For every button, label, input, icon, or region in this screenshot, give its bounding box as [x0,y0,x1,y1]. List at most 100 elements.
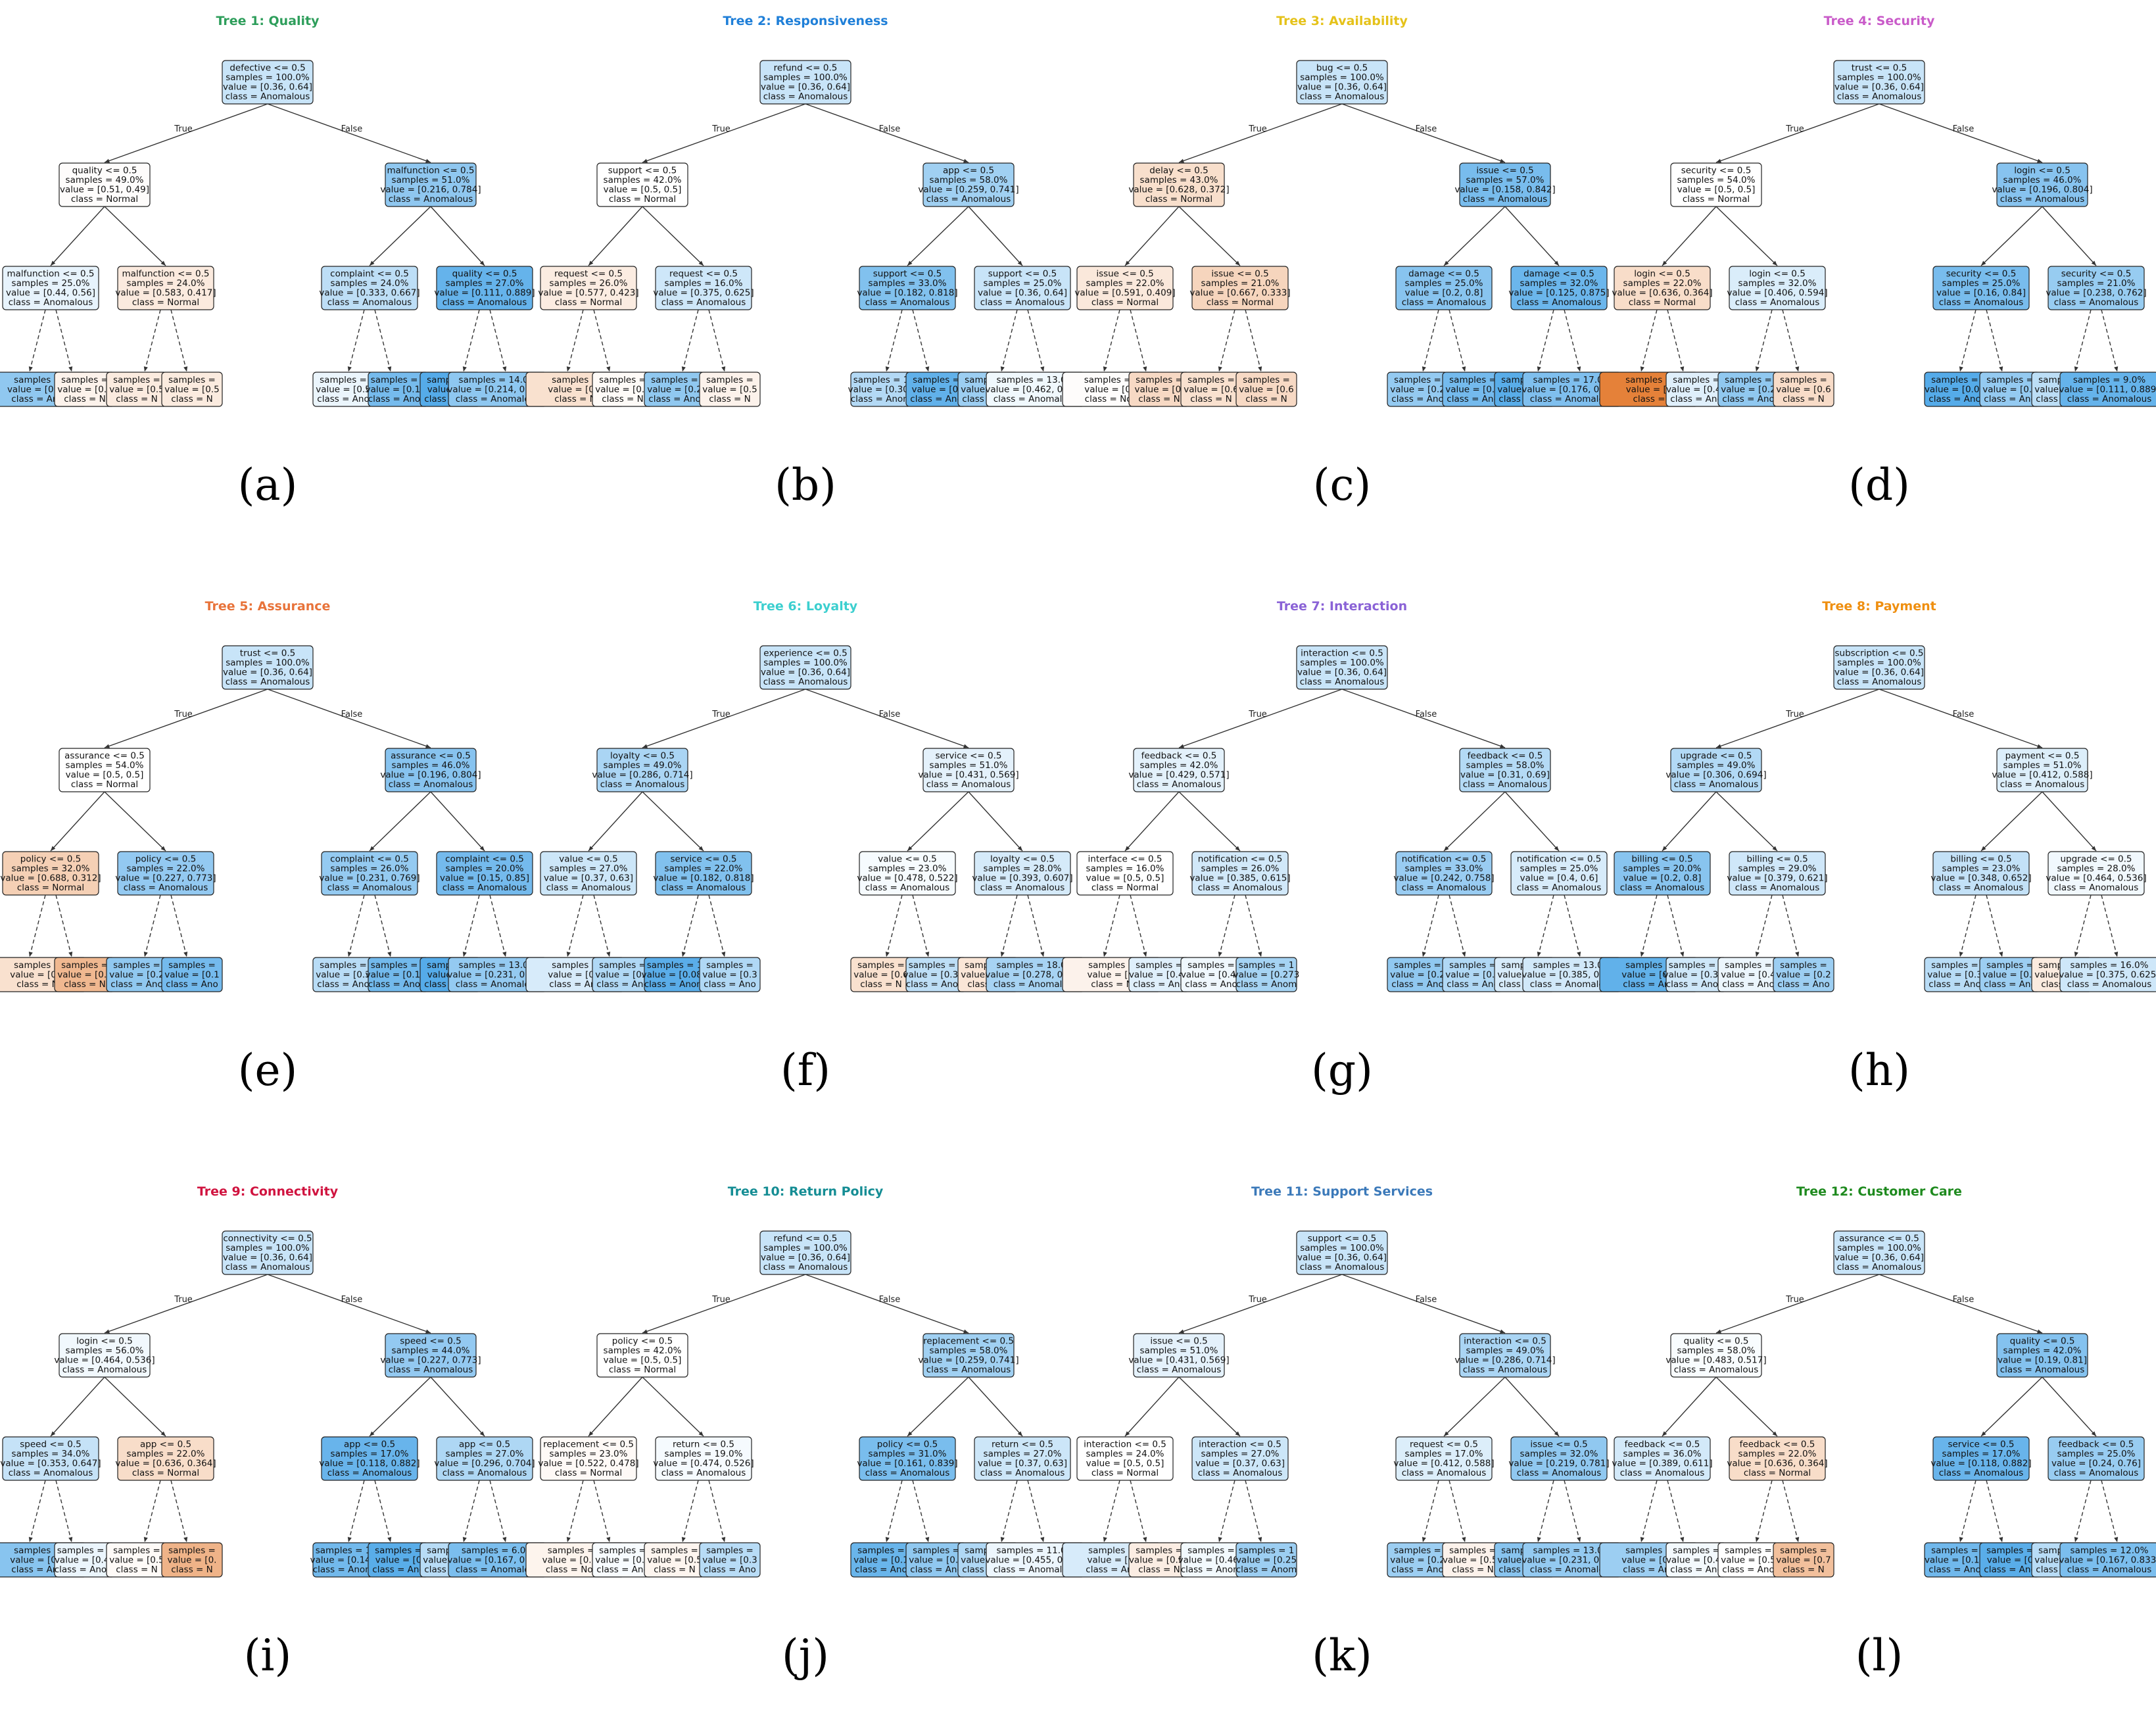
tree-edge [805,689,969,748]
node-text-line: value = [0.14 [1925,1555,1985,1565]
arrowhead [1040,952,1045,957]
node-text-line: samples = 54.0% [1677,175,1756,185]
node-text-line: value = [0.36, 0.64] [761,667,850,678]
node-text-line: class = Anomalous [865,1468,949,1478]
node-text-line: samples = [14,1545,61,1556]
node-text-line: samples = 22.0% [127,863,205,874]
node-text-line: class = Anomalous [1137,1365,1221,1375]
node-text-line: class = N [1452,1564,1494,1575]
node-text-line: class = Ano [704,1564,755,1575]
tree-edge [1715,206,1778,266]
tree-edge [144,1480,161,1543]
node-text-line: value = [0. [1088,969,1137,980]
node-text-line: samples = [61,960,108,971]
node-text-line: samples = [706,960,754,971]
node-text-line: request <= 0.5 [669,269,738,279]
arrowhead [2091,1431,2096,1436]
arrowhead [1999,366,2003,372]
node-text-line: samples = [1986,960,2034,971]
arrowhead [2074,952,2078,957]
node-text-line: class = Anom [1236,1564,1297,1575]
tree-edge [1443,791,1506,852]
arrowhead [1143,1537,1147,1542]
arrowhead [1000,1537,1005,1542]
node-text-line: class = Normal [1207,297,1274,308]
arrowhead [1680,366,1685,372]
node-text-line: samples = [706,375,754,385]
arrowhead [2037,158,2042,163]
arrowhead [1662,260,1667,266]
node-text-line: quality <= 0.5 [1684,1336,1749,1347]
node-text-line: samples = 58.0% [930,175,1008,185]
arrowhead [2037,744,2042,748]
node-text-line: value = [0.22 [7,384,68,395]
leaf-node: samples = 11.0%value = [0.455, 0.545]cla… [985,1542,1086,1578]
node-text-line: value = [0.2 [1982,384,2038,395]
panel-label: (e) [238,1045,298,1096]
node-text-line: value = [0.083 [642,969,708,980]
arrowhead [425,1329,431,1334]
tree-edge [1245,1480,1262,1543]
leaf-node: samples = 13.0%value = [0.385, 0.615]cla… [1521,957,1623,992]
arrowhead [1444,1431,1449,1436]
node-text-line: class = Anomalous [1300,677,1384,687]
node-text-line: class = Anomalous [1837,91,1921,102]
tree-edge [1341,103,1506,163]
node-text-line: class = Normal [1145,194,1212,205]
node-text-line: samples = [1187,375,1235,385]
arrowhead [925,952,930,957]
node-text-line: value = [0.467 [1178,1555,1245,1565]
node-text-line: class = Anomalous [1939,883,2023,893]
arrowhead [370,846,375,851]
arrowhead [1143,366,1147,372]
arrowhead [721,1537,726,1542]
node-text-line: class = Anomalous [1735,883,1819,893]
node-text-line: feedback <= 0.5 [1468,751,1543,762]
tree-edge [1422,309,1439,372]
node-text-line: app <= 0.5 [140,1440,191,1450]
node-text-line: samples = [320,375,367,385]
leaf-node: samples = 18.0%value = [0.278, 0.722]cla… [985,957,1086,992]
arrowhead [1755,366,1760,372]
node-text-line: samples = [1625,375,1673,385]
tree-edge [1667,1480,1684,1543]
node-text-line: class = Anomalous [763,91,848,102]
node-text-line: replacement <= 0.5 [923,1336,1014,1347]
node-text-line: samples = 57.0% [1466,175,1545,185]
node-text-line: value = [0.24, 0.76] [2051,1459,2141,1469]
node-text-line: samples = 100.0% [763,1243,848,1253]
tree-edge [2101,309,2118,372]
node-text-line: class = Normal [1091,297,1159,308]
tree-title: Tree 2: Responsiveness [723,14,888,28]
tree-edge [1449,894,1466,957]
node-text-line: samples = 25.0% [1520,863,1598,874]
node-text-line: value = [0.214, 0.786] [447,384,548,395]
node-text-line: class = Anomalous [327,883,412,893]
node-text-line: value = [0.306, 0.694] [1665,770,1766,781]
node-text-line: samples = [1394,375,1441,385]
node-text-line: value = [0.154 [366,384,432,395]
tree-edge [642,103,806,163]
arrowhead [2114,1537,2119,1542]
arrowhead [1981,846,1986,851]
tree-edge [1986,309,2003,372]
node-text-line: samples = 2 [57,1545,113,1556]
arrowhead [925,366,930,372]
node-text-line: value = [0.464, 0.536] [54,1355,155,1366]
node-text-line: class = Anomalous [1402,1468,1486,1478]
node-text-line: samples = 13.0% [1533,960,1612,971]
node-text-line: value = [0.3 [1927,969,1982,980]
arrowhead [606,1537,611,1542]
tree-edge [1641,894,1658,957]
node-text-line: value = [0.583, 0.417] [115,288,216,299]
